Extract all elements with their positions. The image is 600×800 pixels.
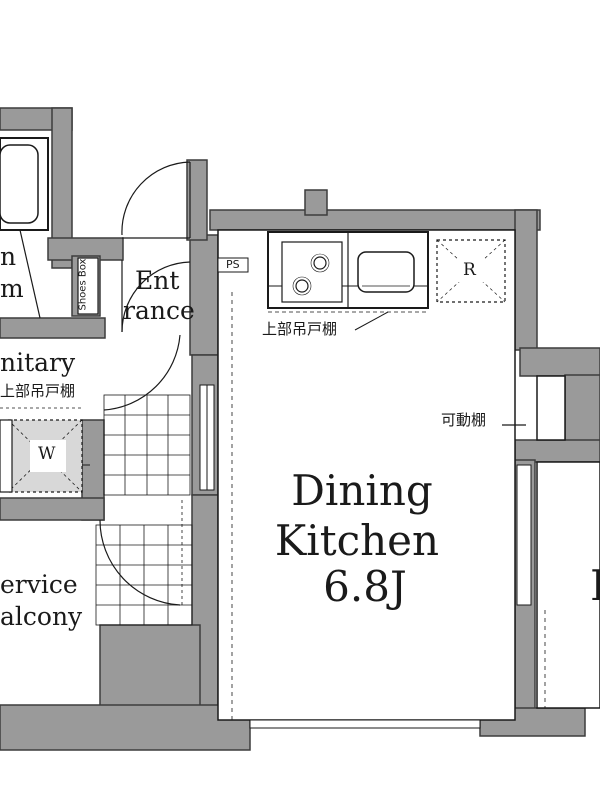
entrance-door — [103, 161, 191, 411]
dining-label: Dining — [262, 470, 462, 512]
refrigerator-label: R — [463, 260, 476, 280]
upper-cabinet-label: 上部吊戸棚 — [262, 320, 338, 338]
bath-fragment-line1: n — [0, 242, 17, 271]
washer-area — [0, 419, 90, 493]
service-balcony-line2: alcony — [0, 602, 83, 631]
shoes-box — [77, 257, 99, 315]
service-balcony-line1: ervice — [0, 570, 78, 599]
entrance-tiles — [95, 394, 193, 626]
dining-kitchen-size: 6.8J — [270, 566, 460, 608]
ps-label: PS — [226, 258, 240, 271]
shoes-box-label: Shoes Box — [77, 258, 89, 311]
windows — [199, 384, 532, 729]
bath-fragment-line2: m — [0, 274, 24, 303]
kitchen-label: Kitchen — [252, 520, 462, 562]
ps-box — [217, 257, 249, 273]
bathtub — [0, 137, 49, 319]
entrance-label-line2: rance — [123, 296, 195, 325]
upper-cabinet-leader — [354, 311, 389, 331]
right-room-fragment: I — [590, 561, 600, 610]
dining-kitchen-line2: Kitchen — [274, 516, 440, 565]
refrigerator-space — [436, 239, 506, 303]
entrance-label-line1: Ent — [135, 266, 180, 295]
kitchen-counter — [267, 231, 429, 309]
sanitary-storage-label: 上部吊戸棚 — [0, 382, 76, 400]
dining-kitchen-size-text: 6.8J — [323, 562, 407, 611]
sanitary-label: nitary — [0, 348, 76, 377]
dining-kitchen-line1: Dining — [291, 466, 433, 515]
movable-shelf-label: 可動棚 — [441, 411, 487, 429]
washer-label: W — [38, 444, 56, 464]
